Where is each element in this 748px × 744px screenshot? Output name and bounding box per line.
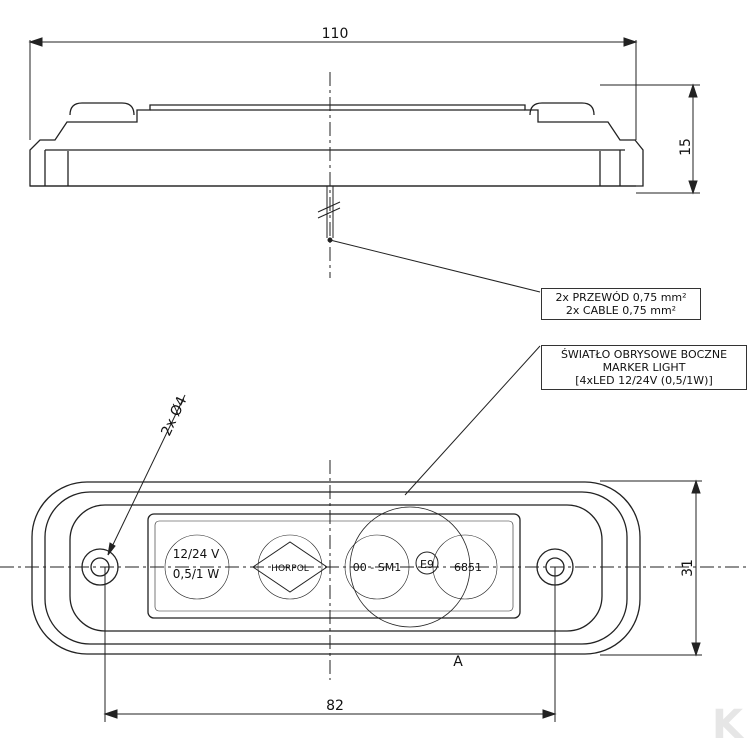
dim-110-label: 110 bbox=[322, 26, 349, 42]
product-note-line: MARKER LIGHT bbox=[602, 361, 686, 374]
dim-15-label: 15 bbox=[678, 138, 694, 156]
dimension-31 bbox=[600, 479, 702, 657]
lens-number: 6851 bbox=[454, 561, 482, 574]
cable-note: 2x PRZEWÓD 0,75 mm² 2x CABLE 0,75 mm² bbox=[541, 288, 701, 320]
dimension-110 bbox=[28, 37, 638, 140]
product-note: ŚWIATŁO OBRYSOWE BOCZNE MARKER LIGHT [4x… bbox=[541, 345, 747, 390]
dim-31-label: 31 bbox=[680, 559, 696, 577]
dim-82-label: 82 bbox=[326, 698, 344, 714]
detail-a-label: A bbox=[453, 654, 463, 670]
leader-line bbox=[404, 345, 541, 496]
product-note-line: [4xLED 12/24V (0,5/1W)] bbox=[575, 374, 713, 387]
lens-code: 00 - SM1 bbox=[353, 561, 401, 574]
lens-approval: E9 bbox=[420, 558, 434, 571]
front-view bbox=[31, 481, 641, 655]
side-view bbox=[29, 102, 644, 187]
cable bbox=[317, 186, 541, 293]
cable-note-line: 2x CABLE 0,75 mm² bbox=[565, 304, 677, 317]
holes-label: 2x Ø4 bbox=[158, 394, 190, 439]
product-note-line: ŚWIATŁO OBRYSOWE BOCZNE bbox=[560, 348, 728, 361]
watermark-logo: K bbox=[712, 702, 745, 744]
cable-note-line: 2x PRZEWÓD 0,75 mm² bbox=[555, 291, 687, 304]
lens-voltage: 12/24 V bbox=[173, 547, 220, 561]
hole-leader bbox=[107, 394, 186, 556]
lens-brand: HORPOL bbox=[271, 564, 309, 574]
dimension-82 bbox=[103, 567, 557, 722]
dimension-15 bbox=[600, 83, 700, 195]
lens-power: 0,5/1 W bbox=[173, 567, 220, 581]
